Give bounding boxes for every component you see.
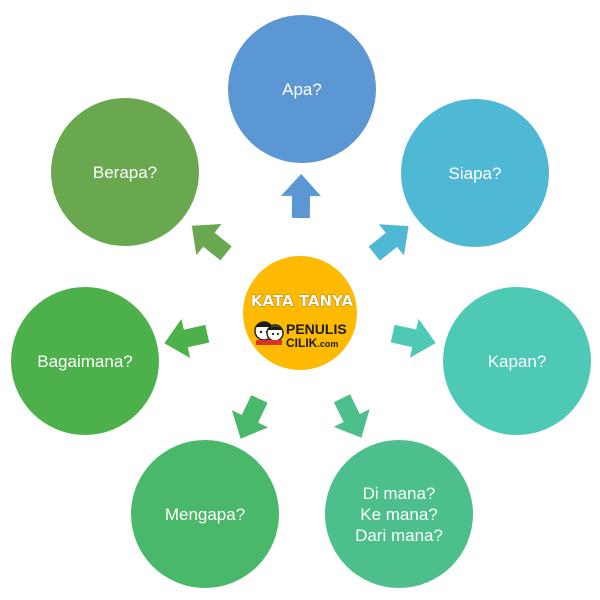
bubble-di-mana-circle: [325, 440, 473, 588]
bubble-apa: Apa?: [228, 15, 376, 163]
bubble-kapan-arrow: [390, 318, 436, 358]
bubble-di-mana-label: Di mana?: [363, 484, 436, 503]
logo-com-text: .com: [317, 339, 338, 349]
logo-cilik-text: CILIK: [286, 336, 318, 350]
bubble-di-mana-label: Dari mana?: [355, 526, 443, 545]
bubble-apa-circle: [228, 15, 376, 163]
bubble-di-mana-label: Ke mana?: [360, 505, 438, 524]
bubble-bagaimana: Bagaimana?: [11, 287, 159, 435]
bubble-apa-arrow: [281, 174, 321, 219]
bubble-mengapa-arrow: [231, 395, 269, 439]
bubble-bagaimana-arrow: [164, 318, 210, 359]
bubble-mengapa: Mengapa?: [131, 440, 279, 588]
logo-word-cilik: CILIK.com: [286, 336, 338, 350]
bubble-di-mana-arrow: [333, 394, 370, 438]
bubble-berapa-arrow: [191, 224, 232, 261]
bubble-kapan-circle: [443, 287, 591, 435]
bubble-bagaimana-circle: [11, 287, 159, 435]
bubble-siapa-label: Siapa?: [449, 164, 502, 183]
logo-word-penulis: PENULIS: [286, 321, 347, 337]
bubble-siapa-arrow: [368, 224, 409, 261]
bubble-berapa-label: Berapa?: [93, 163, 157, 182]
penuliscilik-logo: PENULIS CILIK.com: [254, 321, 347, 350]
center-node: KATA TANYA PENULIS CILIK.com: [243, 256, 357, 370]
bubble-berapa: Berapa?: [51, 98, 199, 246]
bubbles-layer: Apa? Siapa? Kapan? Di mana? Ke mana? Dari man…: [11, 15, 591, 588]
bubble-siapa-circle: [401, 99, 549, 247]
center-title: KATA TANYA: [251, 292, 354, 310]
bubble-di-mana: Di mana? Ke mana? Dari mana?: [325, 440, 473, 588]
bubble-mengapa-circle: [131, 440, 279, 588]
logo-kids-icon: [254, 321, 284, 345]
bubble-berapa-circle: [51, 98, 199, 246]
bubble-siapa: Siapa?: [401, 99, 549, 247]
bubble-mengapa-label: Mengapa?: [165, 505, 245, 524]
bubble-kapan-label: Kapan?: [488, 352, 547, 371]
bubble-apa-label: Apa?: [282, 80, 322, 99]
bubble-bagaimana-label: Bagaimana?: [37, 352, 132, 371]
center-circle: [243, 256, 357, 370]
arrows-layer: [164, 174, 436, 439]
bubble-kapan: Kapan?: [443, 287, 591, 435]
